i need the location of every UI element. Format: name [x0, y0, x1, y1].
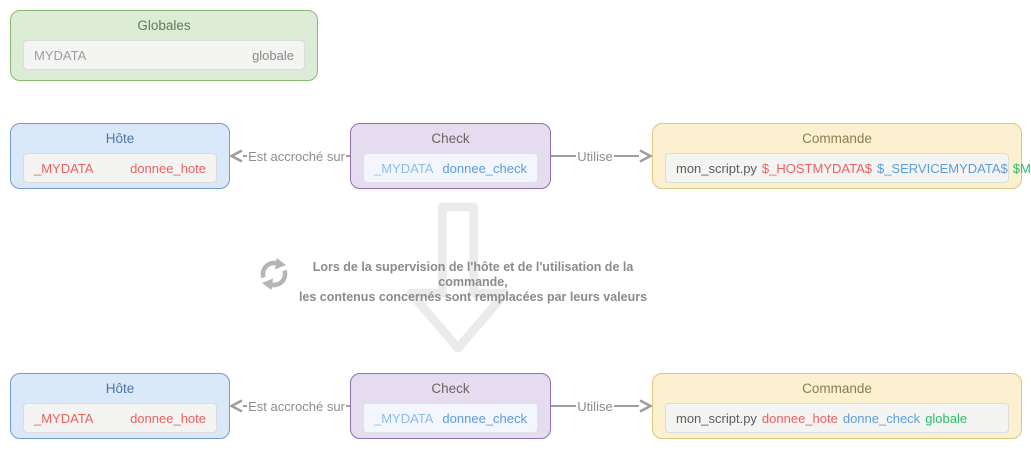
check-macro-name: _MYDATA	[374, 410, 434, 426]
hote-macro-field: _MYDATA donnee_hote	[23, 403, 217, 433]
globales-box: Globales MYDATA globale	[10, 10, 318, 81]
connector-label-utilise: Utilise	[577, 398, 613, 414]
hote-macro-value: donnee_hote	[130, 160, 206, 176]
globales-macro-value: globale	[252, 47, 294, 63]
command-service-macro: $_SERVICEMYDATA$	[876, 160, 1008, 176]
connector-line	[551, 405, 577, 407]
commande-line-field: mon_script.py $_HOSTMYDATA$ $_SERVICEMYD…	[665, 153, 1031, 183]
commande-box-after: Commande mon_script.py donnee_hote donne…	[652, 373, 1022, 439]
connector-label-utilise: Utilise	[577, 148, 613, 164]
check-title: Check	[431, 131, 470, 146]
transformation-note-line2: les contenus concernés sont remplacées p…	[298, 290, 648, 304]
globales-title: Globales	[137, 18, 191, 33]
arrowhead-right-icon	[639, 399, 652, 413]
hote-box-before: Hôte _MYDATA donnee_hote	[10, 123, 230, 189]
hote-macro-name: _MYDATA	[34, 160, 94, 176]
connector-check-to-hote-after: Est accroché sur	[230, 394, 351, 418]
connector-line	[345, 405, 351, 407]
connector-line	[613, 405, 639, 407]
connector-check-to-commande-after: Utilise	[551, 394, 652, 418]
commande-title: Commande	[802, 131, 872, 146]
connector-label-est-accroche: Est accroché sur	[248, 148, 345, 164]
commande-box-before: Commande mon_script.py $_HOSTMYDATA$ $_S…	[652, 123, 1031, 189]
arrowhead-left-icon	[230, 399, 243, 413]
commande-title: Commande	[802, 381, 872, 396]
check-title: Check	[431, 381, 470, 396]
connector-check-to-commande-before: Utilise	[551, 144, 652, 168]
globales-macro-field: MYDATA globale	[23, 40, 305, 70]
transformation-note-line1: Lors de la supervision de l'hôte et de l…	[312, 260, 634, 289]
command-script-text: mon_script.py	[676, 410, 757, 426]
command-global-macro: $MYDATA$	[1012, 160, 1031, 176]
check-macro-value: donnee_check	[442, 160, 527, 176]
connector-line	[243, 405, 248, 407]
hote-macro-value: donnee_hote	[130, 410, 206, 426]
globales-macro-name: MYDATA	[34, 47, 87, 63]
check-box-after: Check _MYDATA donnee_check	[350, 373, 551, 439]
hote-title: Hôte	[105, 131, 135, 146]
connector-line	[345, 155, 351, 157]
hote-title: Hôte	[105, 381, 135, 396]
connector-line	[613, 155, 639, 157]
check-macro-field: _MYDATA donnee_check	[363, 403, 538, 433]
connector-label-est-accroche: Est accroché sur	[248, 398, 345, 414]
arrowhead-left-icon	[230, 149, 243, 163]
transformation-note: Lors de la supervision de l'hôte et de l…	[292, 260, 654, 305]
command-script-text: mon_script.py	[676, 160, 757, 176]
connector-line	[243, 155, 248, 157]
command-global-value: globale	[925, 410, 968, 426]
check-box-before: Check _MYDATA donnee_check	[350, 123, 551, 189]
big-down-arrow	[406, 202, 510, 353]
sync-refresh-icon	[260, 258, 288, 290]
check-macro-value: donnee_check	[442, 410, 527, 426]
check-macro-name: _MYDATA	[374, 160, 434, 176]
check-macro-field: _MYDATA donnee_check	[363, 153, 538, 183]
command-service-value: donne_check	[842, 410, 921, 426]
connector-line	[551, 155, 577, 157]
command-host-macro: $_HOSTMYDATA$	[761, 160, 872, 176]
hote-macro-name: _MYDATA	[34, 410, 94, 426]
arrowhead-right-icon	[639, 149, 652, 163]
hote-macro-field: _MYDATA donnee_hote	[23, 153, 217, 183]
hote-box-after: Hôte _MYDATA donnee_hote	[10, 373, 230, 439]
commande-line-field: mon_script.py donnee_hote donne_check gl…	[665, 403, 1009, 433]
command-host-value: donnee_hote	[761, 410, 838, 426]
connector-check-to-hote-before: Est accroché sur	[230, 144, 351, 168]
